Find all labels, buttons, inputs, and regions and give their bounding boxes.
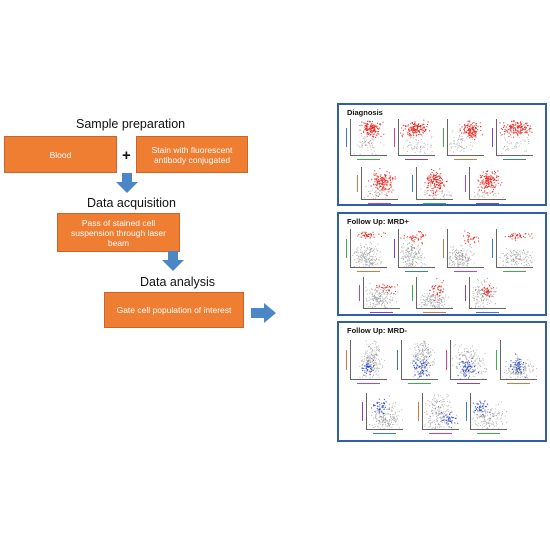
y-axis-label-mark xyxy=(346,128,347,147)
x-axis-label-mark xyxy=(423,203,446,204)
y-axis-label-mark xyxy=(492,238,493,259)
dot-plot xyxy=(350,229,387,268)
x-axis-label-mark xyxy=(368,203,391,204)
x-axis-label-mark xyxy=(373,433,396,434)
y-axis-label-mark xyxy=(443,238,444,259)
dot-plot xyxy=(366,393,403,430)
blood-box: Blood xyxy=(4,136,117,173)
dot-plot xyxy=(416,277,453,309)
y-axis-label-mark xyxy=(397,350,398,370)
x-axis-label-mark xyxy=(370,312,393,313)
dot-plot xyxy=(416,167,453,200)
y-axis-label-mark xyxy=(394,238,395,259)
dot-plot xyxy=(496,229,533,268)
dot-plot xyxy=(363,277,400,309)
data-analysis-title: Data analysis xyxy=(140,275,216,289)
y-axis-label-mark xyxy=(357,175,358,192)
gate-box: Gate cell population of interest xyxy=(104,292,244,328)
dot-plot xyxy=(500,340,537,380)
y-axis-label-mark xyxy=(394,128,395,147)
dot-plot xyxy=(496,119,533,156)
x-axis-label-mark xyxy=(503,159,526,160)
x-axis-label-mark xyxy=(423,312,446,313)
dot-plot xyxy=(469,277,506,309)
y-axis-label-mark xyxy=(346,350,347,370)
dot-plot xyxy=(447,119,484,156)
x-axis-label-mark xyxy=(429,433,452,434)
x-axis-label-mark xyxy=(357,271,380,272)
x-axis-label-mark xyxy=(357,159,380,160)
y-axis-label-mark xyxy=(362,402,363,421)
x-axis-label-mark xyxy=(476,203,499,204)
dot-plot xyxy=(450,340,487,380)
x-axis-label-mark xyxy=(405,271,428,272)
y-axis-label-mark xyxy=(412,285,413,301)
stain-box: Stain with fluorescent antibody conjugat… xyxy=(136,136,248,173)
x-axis-label-mark xyxy=(457,383,480,384)
mrd-negative-title: Follow Up: MRD- xyxy=(347,326,407,335)
laser-pass-box: Pass of stained cell suspension through … xyxy=(57,213,180,252)
plus-sign: + xyxy=(122,147,131,164)
y-axis-label-mark xyxy=(496,350,497,370)
x-axis-label-mark xyxy=(507,383,530,384)
y-axis-label-mark xyxy=(466,402,467,421)
y-axis-label-mark xyxy=(443,128,444,147)
dot-plot xyxy=(469,167,506,200)
dot-plot xyxy=(350,119,387,156)
y-axis-label-mark xyxy=(465,285,466,301)
dot-plot xyxy=(401,340,438,380)
x-axis-label-mark xyxy=(454,271,477,272)
x-axis-label-mark xyxy=(476,312,499,313)
y-axis-label-mark xyxy=(492,128,493,147)
y-axis-label-mark xyxy=(465,175,466,192)
sample-preparation-title: Sample preparation xyxy=(76,117,186,131)
dot-plot xyxy=(398,119,435,156)
x-axis-label-mark xyxy=(405,159,428,160)
x-axis-label-mark xyxy=(477,433,500,434)
x-axis-label-mark xyxy=(408,383,431,384)
down-arrow-2 xyxy=(162,251,184,271)
down-arrow-1 xyxy=(116,173,138,193)
mrd-positive-title: Follow Up: MRD+ xyxy=(347,217,409,226)
dot-plot xyxy=(361,167,398,200)
diagnosis-title: Diagnosis xyxy=(347,108,383,117)
y-axis-label-mark xyxy=(446,350,447,370)
dot-plot xyxy=(470,393,507,430)
y-axis-label-mark xyxy=(346,238,347,259)
x-axis-label-mark xyxy=(503,271,526,272)
x-axis-label-mark xyxy=(357,383,380,384)
dot-plot xyxy=(350,340,387,380)
dot-plot xyxy=(422,393,459,430)
dot-plot xyxy=(398,229,435,268)
right-arrow xyxy=(251,303,276,323)
y-axis-label-mark xyxy=(412,175,413,192)
y-axis-label-mark xyxy=(359,285,360,301)
data-acquisition-title: Data acquisition xyxy=(87,196,176,210)
y-axis-label-mark xyxy=(418,402,419,421)
dot-plot xyxy=(447,229,484,268)
x-axis-label-mark xyxy=(454,159,477,160)
